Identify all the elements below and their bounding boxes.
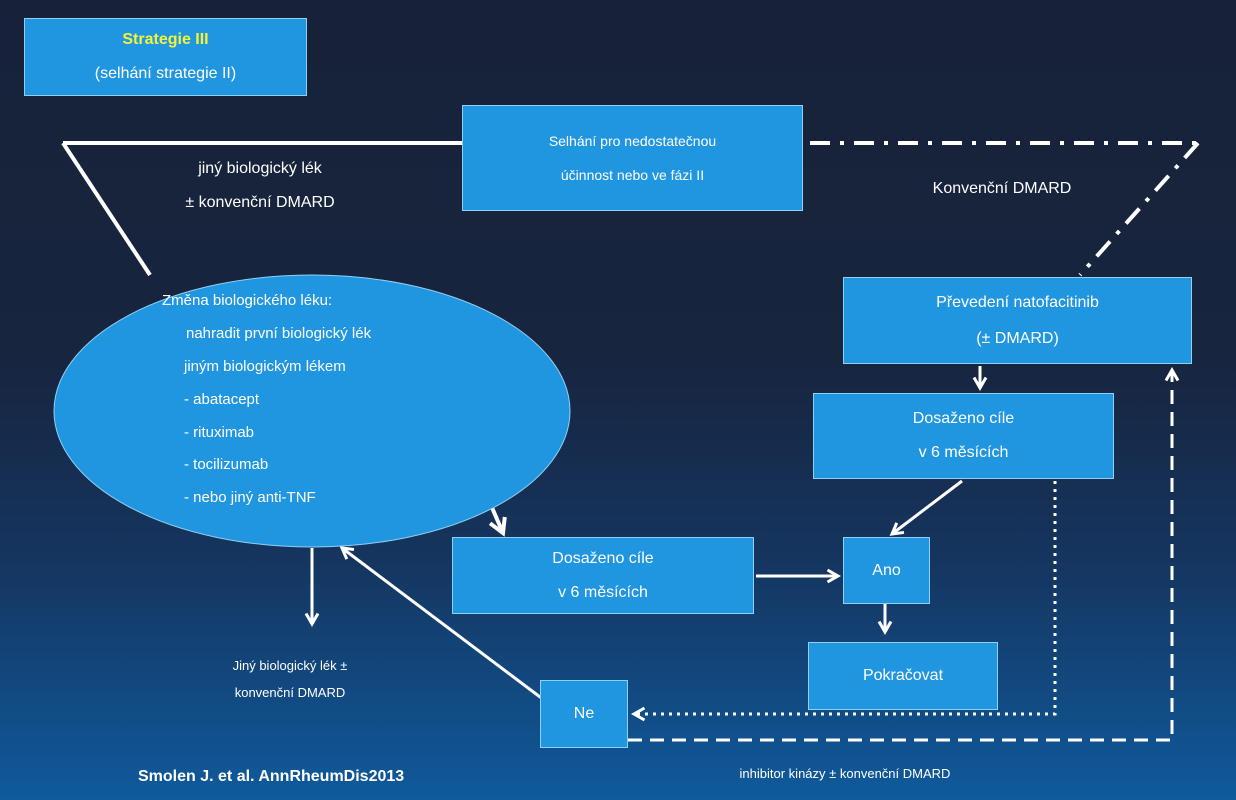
conventional-dmard-label: Konvenční DMARD bbox=[932, 180, 1072, 197]
transfer-box: Převedení natofacitinib (± DMARD) bbox=[843, 277, 1192, 364]
kinase-inhibitor-label: inhibitor kinázy ± konvenční DMARD bbox=[739, 766, 951, 781]
ellipse-item: - tocilizumab bbox=[184, 456, 269, 473]
ellipse-item: - rituximab bbox=[184, 424, 255, 441]
goal-box-right: Dosaženo cíle v 6 měsících bbox=[813, 393, 1114, 479]
goal-center-line-2: v 6 měsících bbox=[558, 583, 648, 601]
strategy-box: Strategie III (selhání strategie II) bbox=[24, 18, 307, 96]
ellipse-item: - nebo jiný anti-TNF bbox=[184, 489, 316, 506]
ellipse-line-2: jiným biologickým lékem bbox=[184, 358, 346, 375]
failure-line-1: Selhání pro nedostatečnou bbox=[548, 133, 717, 149]
yes-label: Ano bbox=[872, 561, 901, 579]
other-biologic-line-1: jiný biologický lék bbox=[198, 160, 322, 177]
failure-line-2: účinnost nebo ve fázi II bbox=[560, 167, 705, 183]
continue-box: Pokračovat bbox=[808, 642, 998, 710]
no-box: Ne bbox=[540, 680, 628, 748]
bottom-left-line-2: konvenční DMARD bbox=[234, 685, 346, 700]
ellipse-heading: Změna biologického léku: bbox=[162, 292, 333, 309]
continue-label: Pokračovat bbox=[862, 667, 944, 684]
biologic-change-ellipse bbox=[53, 274, 571, 548]
bottom-left-label: Jiný biologický lék ± konvenční DMARD bbox=[200, 658, 380, 700]
ellipse-item: - abatacept bbox=[184, 391, 260, 408]
bracket-line-diagonal bbox=[61, 141, 152, 277]
transfer-line-2: (± DMARD) bbox=[976, 329, 1059, 347]
dashdot-line-diagonal bbox=[1078, 141, 1200, 277]
yes-box: Ano bbox=[843, 537, 930, 604]
dashed-line-no-to-transfer bbox=[628, 366, 1180, 742]
other-biologic-line-2: ± konvenční DMARD bbox=[185, 194, 335, 211]
dotted-line-goal-to-no bbox=[630, 481, 1057, 722]
ellipse-line-1: nahradit první biologický lék bbox=[186, 325, 372, 342]
failure-box: Selhání pro nedostatečnou účinnost nebo … bbox=[462, 105, 803, 211]
transfer-line-1: Převedení natofacitinib bbox=[936, 293, 1099, 311]
bottom-left-line-1: Jiný biologický lék ± bbox=[232, 658, 348, 673]
arrow-no-to-ellipse bbox=[339, 546, 561, 714]
strategy-title: Strategie III bbox=[122, 31, 209, 48]
citation: Smolen J. et al. AnnRheumDis2013 bbox=[138, 768, 405, 785]
goal-right-line-1: Dosaženo cíle bbox=[912, 410, 1015, 427]
no-label: Ne bbox=[573, 705, 595, 722]
arrow-goal-right-to-yes bbox=[889, 479, 963, 536]
goal-center-line-1: Dosaženo cíle bbox=[552, 549, 654, 567]
goal-box-center: Dosaženo cíle v 6 měsících bbox=[452, 537, 754, 614]
goal-right-line-2: v 6 měsících bbox=[918, 444, 1009, 461]
strategy-subtitle: (selhání strategie II) bbox=[94, 65, 237, 82]
other-biologic-label: jiný biologický lék ± konvenční DMARD bbox=[150, 160, 370, 212]
